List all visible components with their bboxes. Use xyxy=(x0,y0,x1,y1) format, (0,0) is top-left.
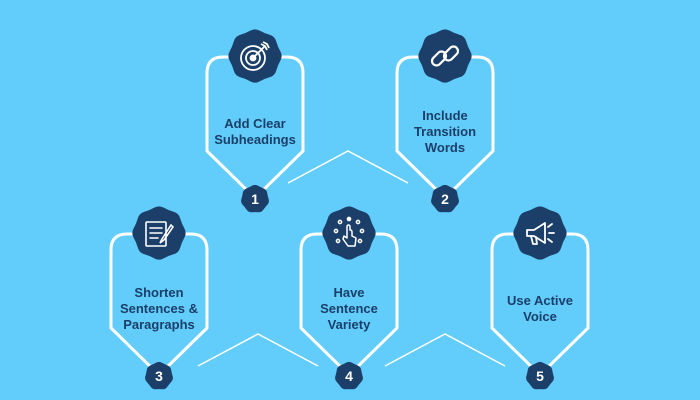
card-frame xyxy=(299,232,399,377)
icon-badge xyxy=(131,205,187,261)
step-number-badge: 3 xyxy=(144,361,174,391)
link-icon xyxy=(430,45,460,67)
card-frame xyxy=(109,232,209,377)
icon-badge xyxy=(227,28,283,84)
step-number-badge: 2 xyxy=(430,184,460,214)
step-number-badge: 1 xyxy=(240,184,270,214)
step-number: 1 xyxy=(251,191,259,207)
tap-icon xyxy=(333,216,365,247)
card-frame xyxy=(490,232,590,377)
step-number: 5 xyxy=(536,368,544,384)
card-frame xyxy=(205,55,305,200)
megaphone-icon xyxy=(526,222,555,245)
step-number-badge: 4 xyxy=(334,361,364,391)
step-number: 3 xyxy=(155,368,163,384)
icon-badge xyxy=(417,28,473,84)
document-pen-icon xyxy=(145,221,175,247)
connector-3-4 xyxy=(197,333,319,367)
step-number: 4 xyxy=(345,368,353,384)
icon-badge xyxy=(512,205,568,261)
connector-1-2 xyxy=(287,150,409,184)
target-icon xyxy=(240,41,270,71)
icon-badge xyxy=(321,205,377,261)
card-frame xyxy=(395,55,495,200)
step-number-badge: 5 xyxy=(525,361,555,391)
step-number: 2 xyxy=(441,191,449,207)
connector-4-5 xyxy=(384,333,506,367)
